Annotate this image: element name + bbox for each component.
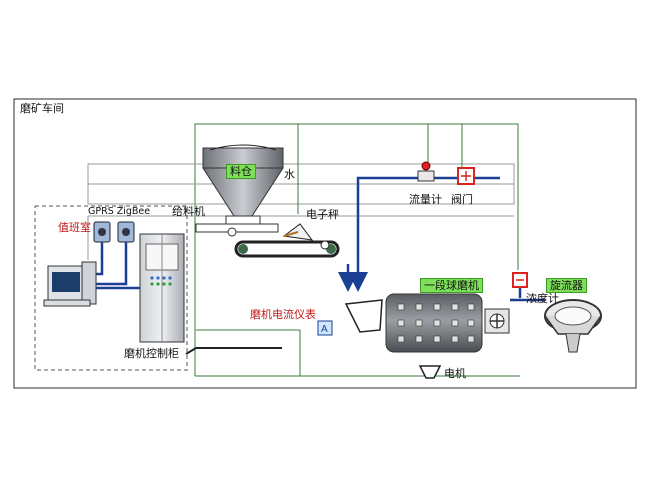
control-room-area	[34, 205, 188, 371]
cyclone-icon	[544, 299, 602, 353]
flowmeter-icon	[417, 161, 435, 182]
silo	[202, 144, 284, 227]
silo-label: 料仓	[226, 164, 256, 179]
scale-label: 电子秤	[306, 208, 339, 221]
computer-icon	[43, 261, 97, 307]
comm-cable	[96, 242, 142, 290]
flowmeter-label: 流量计	[409, 193, 442, 206]
gprs-module-icon	[93, 221, 111, 243]
motor-icon	[418, 365, 442, 379]
mill-instrument-label: 磨机电流仪表	[250, 308, 316, 321]
ball-mill	[385, 293, 483, 353]
cyclone-label: 旋流器	[546, 278, 587, 293]
control-room-label: 值班室	[58, 221, 91, 234]
ball-mill-label: 一段球磨机	[420, 278, 483, 293]
density-meter-label: 浓度计	[526, 292, 559, 305]
signal-band	[87, 163, 515, 260]
control-cabinet	[139, 233, 185, 343]
zigbee-module-icon	[117, 221, 135, 243]
valve-label: 阀门	[451, 193, 473, 206]
mill-current-instrument-icon: A	[317, 320, 333, 336]
belt-conveyor	[234, 223, 340, 258]
mill-inlet	[344, 299, 383, 333]
control-cabinet-label: 磨机控制柜	[124, 347, 179, 360]
feeder	[195, 223, 279, 237]
power-cable	[185, 329, 301, 376]
comm-label: GPRS ZigBee	[88, 206, 151, 217]
valve-icon	[457, 167, 475, 185]
svg-text:A: A	[321, 324, 328, 335]
motor-label: 电机	[444, 367, 466, 380]
signal-drops	[297, 124, 463, 214]
process-frame	[194, 123, 519, 376]
water-label: 水	[284, 168, 295, 181]
water-pipe	[338, 176, 545, 302]
workshop-frame	[13, 98, 637, 389]
page-title: 磨矿车间	[20, 102, 64, 115]
density-meter-icon	[512, 272, 528, 288]
feeder-label: 给料机	[172, 205, 205, 218]
gearbox-icon	[484, 308, 510, 334]
